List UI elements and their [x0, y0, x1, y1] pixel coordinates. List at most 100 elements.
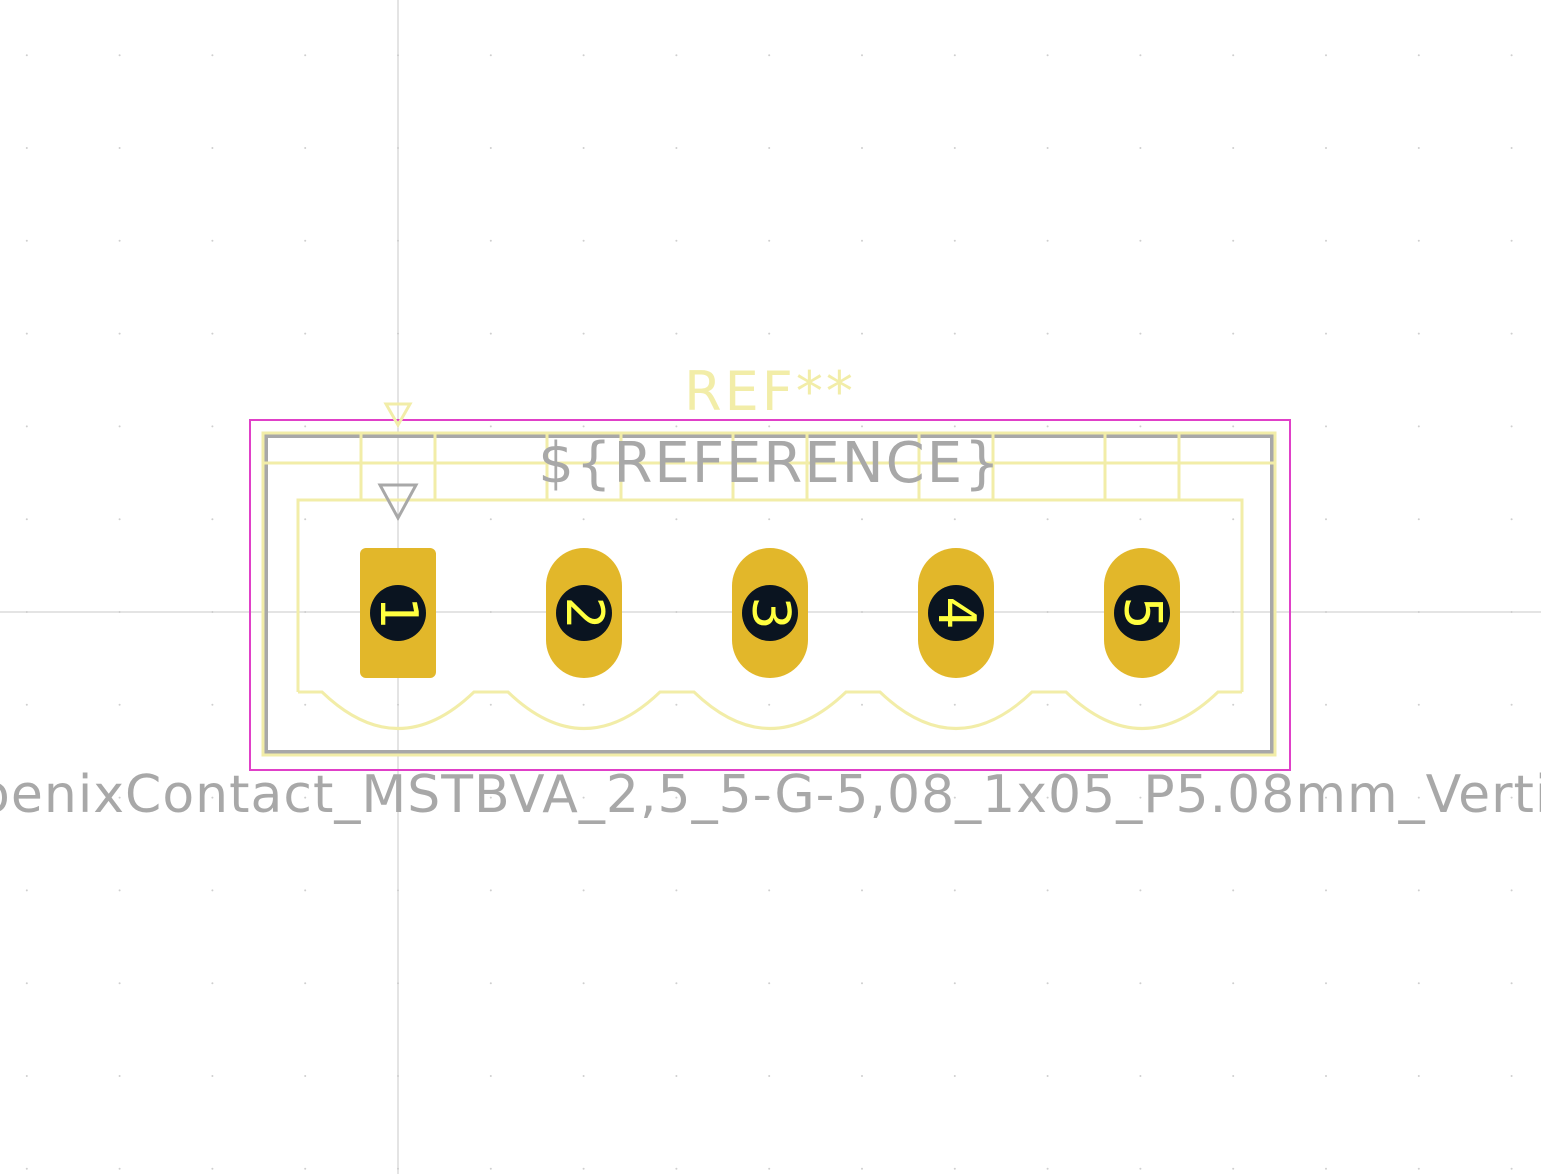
grid-dot: [211, 1167, 214, 1170]
grid-dot: [118, 1075, 121, 1077]
grid-dot: [1417, 1167, 1420, 1170]
grid-dot: [118, 703, 121, 706]
grid-dot: [861, 518, 863, 521]
grid-dot: [304, 889, 307, 892]
grid-dot: [304, 147, 307, 149]
grid-dot: [211, 332, 214, 335]
grid-dot: [582, 1075, 585, 1077]
grid-dot: [1046, 54, 1049, 57]
grid-dot: [1325, 147, 1327, 149]
grid-dot: [675, 703, 678, 706]
grid-dot: [304, 239, 307, 242]
grid-dot: [582, 1167, 585, 1170]
pad-drill-hole: [370, 585, 426, 641]
grid-dot: [1417, 1075, 1420, 1077]
grid-dot: [25, 425, 28, 428]
grid-dot: [1139, 518, 1142, 521]
grid-dot: [675, 332, 678, 335]
grid-dot: [1139, 239, 1142, 242]
grid-dot: [1325, 982, 1327, 985]
grid-dot: [675, 54, 678, 57]
grid-dot: [768, 1167, 771, 1170]
pad-number-label: 1: [368, 596, 428, 629]
grid-dot: [1232, 518, 1235, 521]
grid-dot: [1046, 703, 1049, 706]
grid-dot: [304, 54, 307, 57]
grid-dot: [118, 1167, 121, 1170]
pad-drill-hole: [1114, 585, 1170, 641]
pad-3[interactable]: 3: [732, 548, 808, 678]
grid-dot: [1325, 1167, 1327, 1170]
grid-dot: [1417, 425, 1420, 428]
grid-dot: [768, 518, 771, 521]
grid-dot: [1232, 332, 1235, 335]
grid-dot: [25, 1167, 28, 1170]
grid-dot: [25, 889, 28, 892]
ref-designator-label[interactable]: REF**: [684, 360, 856, 423]
grid-dot: [1046, 147, 1049, 149]
pad-drill-hole: [742, 585, 798, 641]
grid-dot: [118, 518, 121, 521]
grid-dot: [118, 889, 121, 892]
grid-dot: [1139, 425, 1142, 428]
pad-2[interactable]: 2: [546, 548, 622, 678]
reference-field-label[interactable]: ${REFERENCE}: [538, 431, 1001, 496]
grid-dot: [1139, 889, 1142, 892]
grid-dot: [1510, 147, 1513, 149]
grid-dot: [861, 796, 863, 799]
grid-dot: [861, 147, 863, 149]
footprint-value-label[interactable]: PhoenixContact_MSTBVA_2,5_5-G-5,08_1x05_…: [0, 765, 1541, 825]
grid-dot: [768, 796, 771, 799]
grid-dot: [118, 147, 121, 149]
grid-dot: [1510, 1075, 1513, 1077]
grid-dot: [489, 703, 492, 706]
grid-dot: [861, 332, 863, 335]
grid-dot: [582, 147, 585, 149]
pad-5[interactable]: 5: [1104, 548, 1180, 678]
grid-dot: [861, 425, 863, 428]
grid-dot: [1325, 425, 1327, 428]
grid-dot: [1417, 703, 1420, 706]
grid-dot: [953, 425, 956, 428]
grid-dot: [582, 332, 585, 335]
grid-dot: [1417, 332, 1420, 335]
grid-dot: [1510, 425, 1513, 428]
grid-dot: [582, 796, 585, 799]
pad-4[interactable]: 4: [918, 548, 994, 678]
grid-dot: [489, 1167, 492, 1170]
grid-dot: [582, 54, 585, 57]
pad-drill-hole: [928, 585, 984, 641]
grid-dot: [25, 332, 28, 335]
grid-dot: [1139, 982, 1142, 985]
grid-dot: [1046, 518, 1049, 521]
grid-dot: [1510, 332, 1513, 335]
grid-dot: [861, 1167, 863, 1170]
grid-dot: [1510, 518, 1513, 521]
grid-dot: [25, 796, 28, 799]
grid-dot: [489, 332, 492, 335]
grid-dot: [211, 703, 214, 706]
pad-1[interactable]: 1: [360, 548, 436, 678]
grid-dot: [1232, 703, 1235, 706]
grid-dot: [489, 54, 492, 57]
grid-dot: [304, 1075, 307, 1077]
grid-dot: [1139, 147, 1142, 149]
grid-dot: [582, 703, 585, 706]
grid-dot: [211, 239, 214, 242]
grid-dot: [953, 147, 956, 149]
grid-dot: [1325, 54, 1327, 57]
grid-dot: [304, 1167, 307, 1170]
grid-dot: [211, 889, 214, 892]
grid-dot: [489, 796, 492, 799]
grid-dot: [1232, 889, 1235, 892]
grid-dot: [304, 425, 307, 428]
grid-dot: [1417, 147, 1420, 149]
grid-dot: [768, 147, 771, 149]
grid-dot: [1046, 332, 1049, 335]
grid-dot: [1417, 796, 1420, 799]
grid-dot: [861, 982, 863, 985]
grid-dot: [582, 982, 585, 985]
grid-dot: [1139, 703, 1142, 706]
